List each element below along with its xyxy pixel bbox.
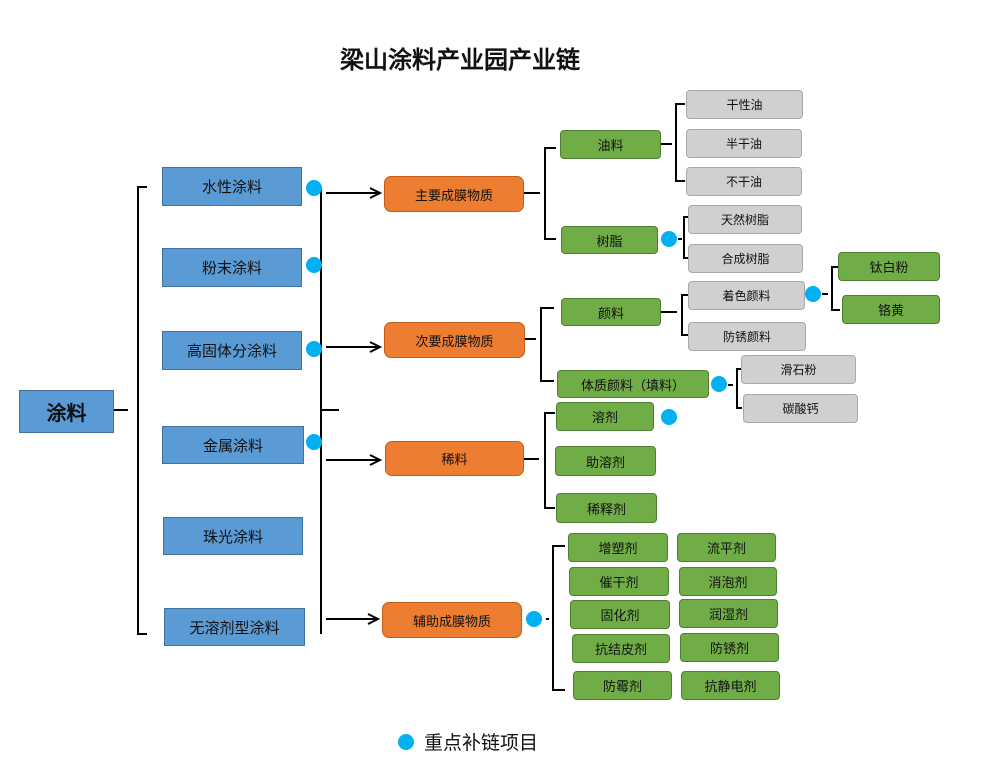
aux-wetting-agent: 润湿剂 [679,599,778,628]
extender-calcium-carbonate: 碳酸钙 [743,394,858,423]
main-film-oil: 油料 [560,130,661,159]
aux-anti-rust-agent: 防锈剂 [680,633,779,662]
key-project-dot [306,257,322,273]
pigment-coloring: 着色颜料 [688,281,805,310]
key-project-dot [661,409,677,425]
legend-label: 重点补链项目 [424,732,539,754]
thinner-cosolvent: 助溶剂 [555,446,656,476]
oil-drying: 干性油 [686,90,803,119]
aux-defoamer: 消泡剂 [679,567,777,596]
aux-curing-agent: 固化剂 [570,600,670,629]
root-node-coating: 涂料 [19,390,114,433]
legend-dot-icon [398,733,414,750]
aux-plasticizer: 增塑剂 [568,533,668,562]
extender-talc: 滑石粉 [741,355,856,384]
coating-type-waterborne: 水性涂料 [162,167,302,206]
main-film-resin: 树脂 [561,226,658,254]
resin-natural: 天然树脂 [688,205,802,234]
category-auxiliary: 辅助成膜物质 [382,602,522,638]
key-project-dot [526,611,542,627]
key-project-dot [306,434,322,450]
secondary-film-extender: 体质颜料（填料） [557,370,709,398]
key-project-dot [306,180,322,196]
category-thinner: 稀料 [385,441,524,476]
secondary-film-pigment: 颜料 [561,298,661,326]
aux-leveling-agent: 流平剂 [677,533,776,562]
key-project-dot [306,341,322,357]
coloring-titanium-white: 钛白粉 [838,252,940,281]
coloring-chrome-yellow: 铬黄 [842,295,940,324]
coating-type-solventless: 无溶剂型涂料 [164,608,305,646]
thinner-solvent: 溶剂 [556,402,654,431]
thinner-diluent: 稀释剂 [556,493,657,523]
coating-type-metallic: 金属涂料 [162,426,304,464]
resin-synthetic: 合成树脂 [688,244,803,273]
aux-mildew-inhibitor: 防霉剂 [573,671,672,700]
aux-drier: 催干剂 [569,567,669,596]
aux-antistatic-agent: 抗静电剂 [681,671,780,700]
coating-type-high-solids: 高固体分涂料 [162,331,302,370]
coating-type-powder: 粉末涂料 [162,248,302,287]
key-project-dot [711,376,727,392]
legend: 重点补链项目 [398,728,538,755]
category-secondary-film: 次要成膜物质 [384,322,525,358]
aux-anti-skinning-agent: 抗结皮剂 [572,634,670,663]
oil-semi-drying: 半干油 [686,129,802,158]
coating-type-pearlescent: 珠光涂料 [163,517,303,555]
oil-non-drying: 不干油 [686,167,802,196]
key-project-dot [805,286,821,302]
category-main-film: 主要成膜物质 [384,176,524,212]
pigment-anti-rust: 防锈颜料 [688,322,806,351]
page-title: 梁山涂料产业园产业链 [340,45,580,74]
key-project-dot [661,231,677,247]
